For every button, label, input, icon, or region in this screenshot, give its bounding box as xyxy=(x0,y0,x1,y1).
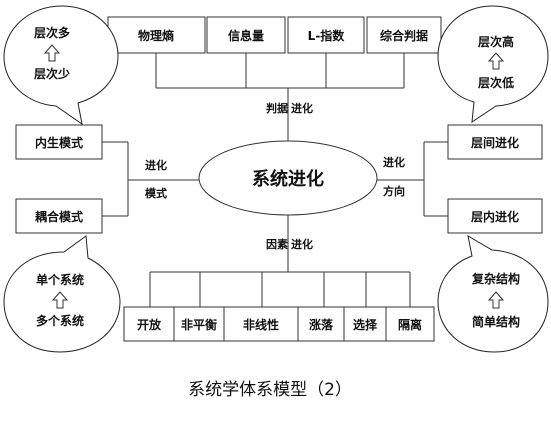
bubble-bottom-left-top: 单个系统 xyxy=(36,272,84,287)
criterion-box-comprehensive xyxy=(366,16,442,54)
criterion-box-l-index xyxy=(287,16,365,54)
directions-connector-bottom-label: 方向 xyxy=(383,184,405,198)
bubble-bottom-right-top: 复杂结构 xyxy=(471,271,520,286)
mode-label: 耦合模式 xyxy=(35,209,83,224)
direction-label: 层间进化 xyxy=(471,135,519,150)
bubble-top-left: 层次多 层次少 xyxy=(3,5,119,126)
directions-group: 层间进化 层内进化 xyxy=(447,124,543,234)
factors-connector xyxy=(149,215,411,307)
bubble-top-left-bottom: 层次少 xyxy=(34,66,70,81)
factor-label: 非平衡 xyxy=(181,317,217,332)
mode-label: 内生模式 xyxy=(35,135,83,150)
mode-box-coupled xyxy=(15,198,103,234)
direction-box-intralevel xyxy=(447,198,543,234)
up-arrow-icon xyxy=(51,291,69,309)
factor-label: 开放 xyxy=(137,317,162,332)
modes-group: 内生模式 耦合模式 xyxy=(15,124,103,234)
bubble-top-left-top: 层次多 xyxy=(34,25,70,40)
directions-connector xyxy=(377,141,448,217)
criteria-connector-right-label: 进化 xyxy=(291,101,313,115)
up-arrow-icon xyxy=(487,52,505,70)
criterion-label: 综合判据 xyxy=(380,28,428,43)
criterion-box-entropy xyxy=(107,16,206,54)
factor-label: 非线性 xyxy=(243,317,279,332)
bubble-bottom-left: 单个系统 多个系统 xyxy=(3,235,121,353)
bubble-top-right: 层次高 层次低 xyxy=(437,5,549,124)
direction-label: 层内进化 xyxy=(471,209,519,224)
modes-connector-top-label: 进化 xyxy=(145,158,167,172)
center-label: 系统进化 xyxy=(252,168,324,190)
bubble-top-right-top: 层次高 xyxy=(478,34,514,49)
factors-row-box xyxy=(123,306,435,342)
up-arrow-icon xyxy=(43,44,61,62)
directions-connector-top-label: 进化 xyxy=(383,155,405,169)
caption: 系统学体系模型（2） xyxy=(188,380,352,400)
criteria-connector xyxy=(155,53,405,143)
mode-box-endogenous xyxy=(15,124,103,160)
up-arrow-icon xyxy=(487,291,505,309)
factor-label: 涨落 xyxy=(309,317,334,332)
criterion-box-information xyxy=(206,16,286,54)
factors-connector-right-label: 进化 xyxy=(291,237,313,251)
factor-label: 隔离 xyxy=(398,317,422,332)
criteria-group: 物理熵 信息量 L-指数 综合判据 xyxy=(107,16,442,54)
bubble-bottom-right-bottom: 简单结构 xyxy=(472,314,520,329)
factor-label: 选择 xyxy=(353,317,378,332)
factors-group: 开放 非平衡 非线性 涨落 选择 隔离 xyxy=(123,306,435,342)
bubble-top-right-bottom: 层次低 xyxy=(478,75,514,90)
modes-connector-bottom-label: 模式 xyxy=(145,186,167,200)
criterion-label: L-指数 xyxy=(308,28,346,43)
criterion-label: 信息量 xyxy=(228,28,264,43)
bubble-bottom-right: 复杂结构 简单结构 xyxy=(437,235,549,353)
criterion-label: 物理熵 xyxy=(138,28,174,43)
bubble-bottom-left-bottom: 多个系统 xyxy=(36,313,84,328)
criteria-connector-left-label: 判据 xyxy=(266,101,288,115)
factors-connector-left-label: 因素 xyxy=(266,237,288,251)
modes-connector xyxy=(102,141,199,217)
direction-box-interlevel xyxy=(447,124,543,160)
